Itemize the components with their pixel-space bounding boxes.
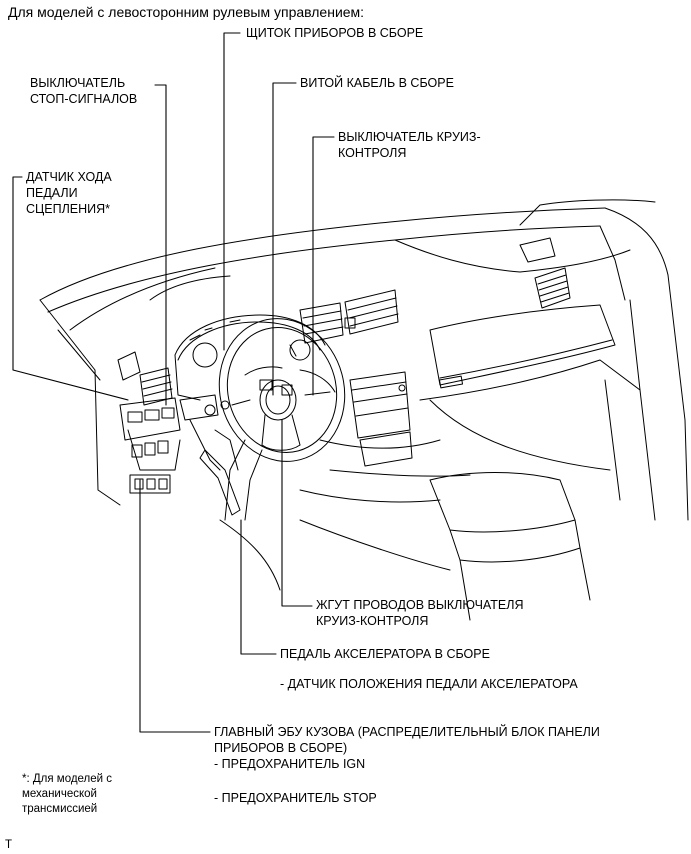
leader-cruise-switch [312,136,335,396]
steering-column [224,439,263,521]
leader-stop-light-switch [154,84,167,406]
label-accelerator-pedal: ПЕДАЛЬ АКСЕЛЕРАТОРА В СБОРЕ [280,647,490,661]
steering-wheel [218,318,346,462]
label-instrument-cluster: ЩИТОК ПРИБОРОВ В СБОРЕ [246,26,424,40]
corner-mark: T [5,839,13,851]
leader-cruise-harness [281,419,313,607]
lower-left-components [119,394,241,516]
diagram-header: Для моделей с левосторонним рулевым упра… [8,4,365,20]
leader-instrument-cluster [223,32,241,351]
leader-lines [12,32,335,733]
leader-main-body-ecu [139,479,211,733]
leader-spiral-cable [272,82,297,396]
label-spiral-cable: ВИТОЙ КАБЕЛЬ В СБОРЕ [300,76,454,90]
leader-accelerator-pedal [240,519,277,655]
accelerator-pedal [199,449,241,516]
leader-clutch-sensor [12,176,129,401]
label-accelerator-position-sensor: - ДАТЧИК ПОЛОЖЕНИЯ ПЕДАЛИ АКСЕЛЕРАТОРА [280,677,578,691]
left-vent [117,351,173,406]
dashboard-outline [39,199,689,621]
